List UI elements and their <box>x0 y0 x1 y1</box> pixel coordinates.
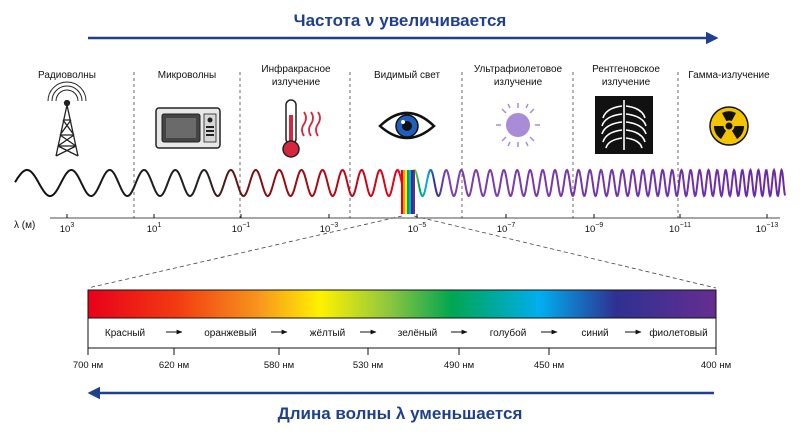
wavelength-tick-label: 10−13 <box>756 222 779 235</box>
microwave-oven-icon <box>155 107 221 149</box>
category-labels: Радиоволны Микроволны Инфракрасное излуч… <box>38 63 770 88</box>
eye-icon <box>378 111 436 140</box>
category-label-visible: Видимый свет <box>374 70 441 81</box>
radiation-icon <box>709 106 749 146</box>
uv-sun-icon <box>496 103 540 147</box>
wavelength-tick-label: 10−1 <box>232 222 251 235</box>
color-label: оранжевый <box>204 328 257 339</box>
thermometer-icon <box>282 99 321 158</box>
wavelength-tick-label: 10−11 <box>669 222 691 235</box>
xray-chest-icon <box>595 96 653 154</box>
nm-boundaries: 700 нм 620 нм 580 нм 530 нм 490 нм 450 нм 400 … <box>73 348 731 371</box>
color-label: Красный <box>105 328 145 339</box>
color-label-row <box>87 317 717 349</box>
wavelength-ticks: 103 101 10−1 10−3 10−5 10−7 10−9 10−11 10−13 <box>50 214 780 235</box>
category-label-gamma: Гамма-излучение <box>688 70 770 81</box>
category-label-microwave: Микроволны <box>158 70 217 81</box>
color-label: фиолетовый <box>649 327 707 339</box>
nm-label: 620 нм <box>159 360 189 371</box>
color-label: жёлтый <box>310 328 345 339</box>
nm-label: 450 нм <box>534 360 564 371</box>
category-label-infrared-1: Инфракрасное <box>261 63 331 75</box>
color-label: голубой <box>490 327 527 339</box>
nm-label: 400 нм <box>701 360 731 371</box>
nm-label: 700 нм <box>73 360 103 371</box>
category-label-infrared-2: излучение <box>272 77 321 88</box>
category-label-xray-1: Рентгеновское <box>592 64 660 75</box>
visible-strip <box>401 170 415 214</box>
category-label-xray-2: излучение <box>602 77 651 88</box>
wavelength-tick-label: 10−9 <box>585 222 604 235</box>
wavelength-tick-label: 101 <box>147 222 162 235</box>
color-label: синий <box>581 328 608 339</box>
wavelength-tick-label: 103 <box>60 222 75 235</box>
category-dividers <box>133 72 679 218</box>
nm-label: 490 нм <box>444 360 474 371</box>
visible-spectrum-bar <box>87 289 717 319</box>
wavelength-header: Длина волны λ уменьшается <box>278 404 523 423</box>
category-label-radio: Радиоволны <box>38 70 96 81</box>
category-label-uv-2: излучение <box>494 77 543 88</box>
wavelength-tick-label: 10−3 <box>320 222 339 235</box>
nm-label: 580 нм <box>264 360 294 371</box>
wavelength-tick-label: 10−7 <box>497 222 516 235</box>
radio-tower-icon <box>47 81 87 157</box>
nm-label: 530 нм <box>353 360 383 371</box>
zoom-line-right <box>413 215 717 289</box>
frequency-header: Частота ν увеличивается <box>294 11 507 30</box>
color-labels: Красный оранжевый жёлтый зелёный голубой сини… <box>105 327 708 339</box>
axis-label: λ (м) <box>14 220 35 231</box>
em-wave <box>14 167 786 199</box>
zoom-line-left <box>87 215 403 289</box>
category-label-uv-1: Ультрафиолетовое <box>474 63 563 75</box>
color-label: зелёный <box>398 328 437 339</box>
wavelength-tick-label: 10−5 <box>408 222 427 235</box>
